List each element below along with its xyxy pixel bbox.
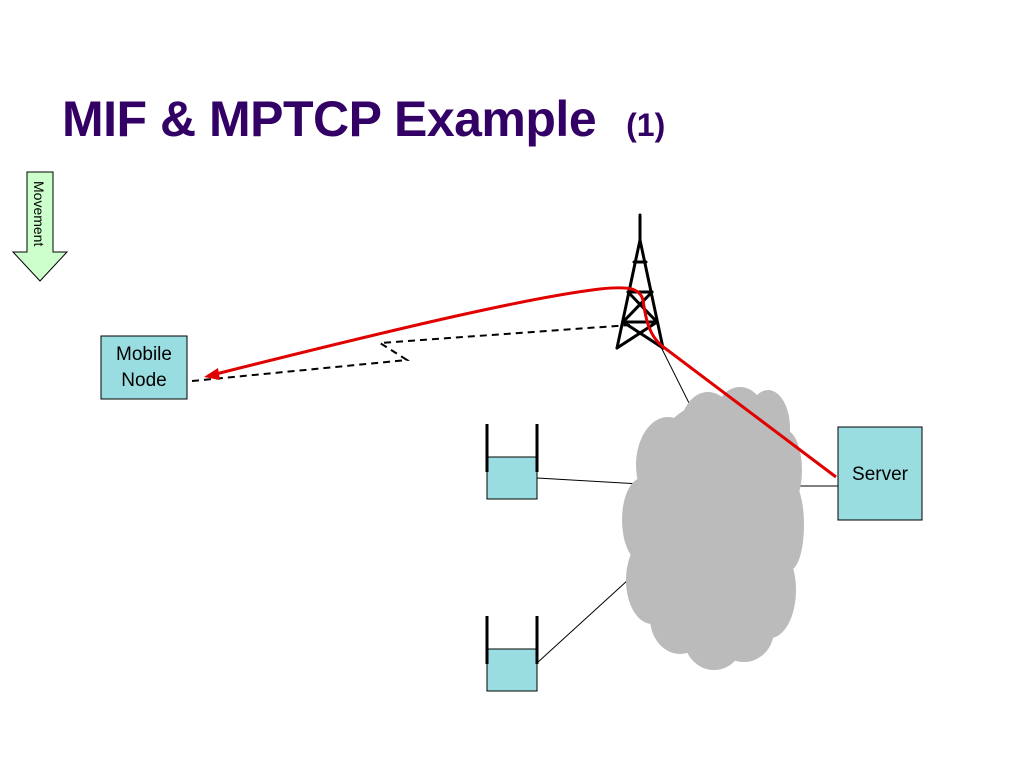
active-path-arrowhead: [204, 368, 220, 380]
movement-label: Movement: [31, 181, 47, 246]
mobile-node: Mobile Node: [100, 335, 188, 400]
mobile-node-label-line1: Mobile: [116, 344, 172, 365]
active-path-line: [211, 286, 837, 479]
title-text: MIF & MPTCP Example: [62, 91, 597, 147]
network-links: [536, 344, 838, 664]
title-suffix: (1): [626, 107, 666, 143]
link-tower-cloud: [659, 344, 691, 406]
mobile-node-box: [100, 335, 188, 400]
server-label: Server: [852, 464, 909, 485]
link-ap2-cloud: [536, 579, 629, 664]
internet-cloud: [622, 387, 804, 670]
active-path: [204, 286, 837, 479]
mobile-node-label-line2: Node: [121, 370, 166, 391]
access-point-2: [485, 616, 539, 692]
movement-arrow: Movement: [11, 171, 69, 282]
access-point-1: [485, 424, 539, 500]
movement-arrow-shape: [11, 171, 69, 282]
link-ap1-cloud: [536, 477, 641, 485]
radio-tower: [615, 213, 665, 350]
server: Server: [837, 426, 923, 521]
access-point-1-box: [486, 456, 538, 500]
wireless-link: [191, 324, 631, 382]
server-box: [837, 426, 923, 521]
slide-title: MIF & MPTCP Example (1): [62, 90, 665, 148]
access-point-2-box: [486, 648, 538, 692]
